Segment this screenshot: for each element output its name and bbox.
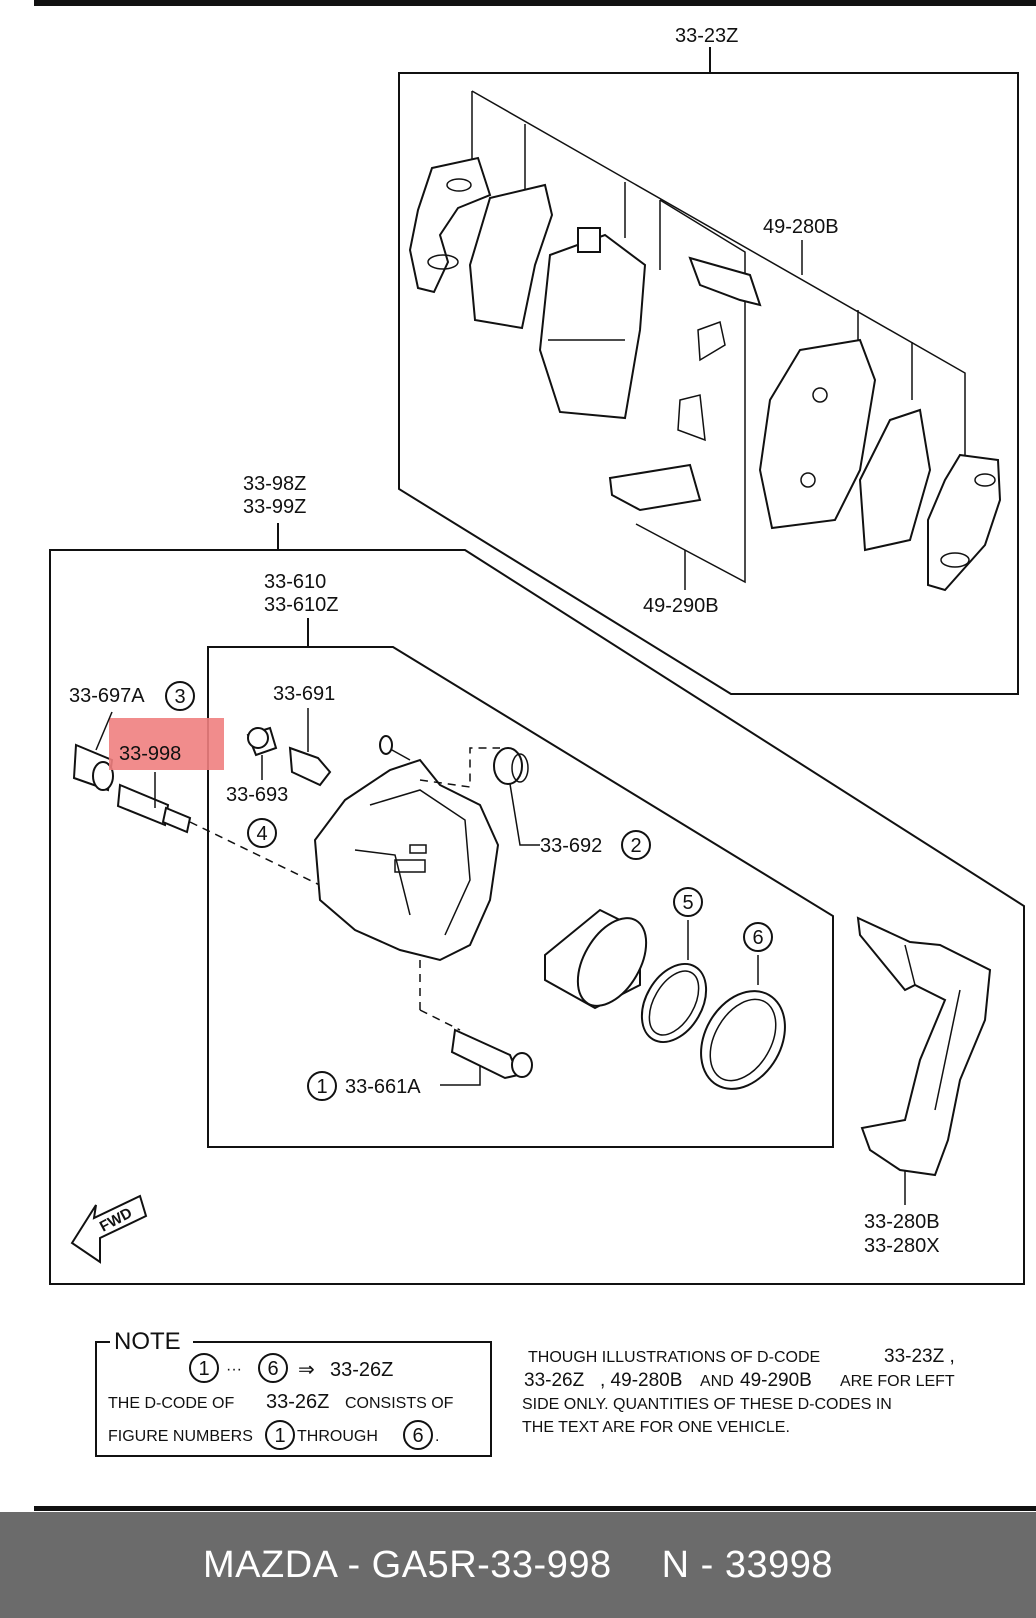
label-bracket-1: 33-280B [864, 1211, 940, 1233]
label-caliper-assy-2: 33-99Z [243, 496, 306, 518]
sleeve-33-697A [72, 743, 114, 792]
svg-text:33-26Z: 33-26Z [266, 1391, 329, 1413]
callout-3: 3 [165, 681, 195, 711]
callout-5: 5 [673, 887, 703, 917]
label-caliper-2: 33-610Z [264, 594, 339, 616]
label-bleeder-cap: 33-693 [226, 784, 288, 806]
label-caliper-assy-1: 33-98Z [243, 473, 306, 495]
svg-text:33-26Z: 33-26Z [330, 1359, 393, 1381]
svg-text:THOUGH ILLUSTRATIONS OF D-CODE: THOUGH ILLUSTRATIONS OF D-CODE [528, 1349, 820, 1366]
bottom-border [34, 1506, 1036, 1511]
label-bolt-highlight: 33-998 [119, 743, 181, 765]
svg-text:SIDE ONLY. QUANTITIES OF THESE: SIDE ONLY. QUANTITIES OF THESE D-CODES I… [522, 1396, 892, 1413]
label-caliper-1: 33-610 [264, 571, 326, 593]
label-clip-kit: 49-290B [643, 595, 719, 617]
dust-boot [700, 955, 786, 1090]
svg-text:4: 4 [256, 823, 267, 845]
pad-kit-frame [398, 47, 1019, 695]
label-bleeder: 33-691 [273, 683, 335, 705]
svg-text:3: 3 [174, 686, 185, 708]
pad-clip-top [688, 256, 762, 307]
note-title: NOTE [114, 1328, 181, 1355]
svg-text:, 49-280B: , 49-280B [600, 1370, 682, 1391]
footer-bar: MAZDA - GA5R-33-998 N - 33998 [0, 1512, 1036, 1618]
svg-text:6: 6 [267, 1358, 278, 1380]
caliper-body [313, 735, 500, 962]
label-guide-bolt: 33-661A [345, 1076, 421, 1098]
part-number-text: MAZDA - GA5R-33-998 [202, 1543, 612, 1586]
pad-shim-inner-left [468, 183, 554, 330]
svg-text:33-26Z: 33-26Z [524, 1370, 585, 1391]
svg-text:2: 2 [630, 835, 641, 857]
svg-text:CONSISTS OF: CONSISTS OF [345, 1395, 454, 1412]
svg-text:THROUGH: THROUGH [297, 1428, 378, 1445]
svg-text:···: ··· [226, 1361, 242, 1378]
svg-text:49-290B: 49-290B [740, 1370, 812, 1391]
brake-pad-right [758, 338, 877, 530]
label-shim-kit: 49-280B [763, 216, 839, 238]
svg-text:6: 6 [412, 1425, 423, 1447]
svg-text:1: 1 [316, 1076, 327, 1098]
bracket-33-280B [856, 916, 992, 1205]
pad-shim-inner-right [858, 408, 932, 552]
caliper-frame [207, 618, 834, 1148]
bleeder-cap-33-693 [246, 726, 278, 757]
label-bracket-2: 33-280X [864, 1235, 940, 1257]
guide-bolt-33-661A [440, 1028, 533, 1086]
caliper-assy-frame [49, 523, 1025, 1285]
svg-text:ARE FOR LEFT: ARE FOR LEFT [840, 1373, 955, 1390]
svg-text:⇒: ⇒ [298, 1359, 315, 1381]
note-box: NOTE 1 ··· 6 ⇒ 33-26Z THE D-CODE OF 33-2… [95, 1328, 492, 1457]
brake-pad-left [538, 227, 647, 420]
ref-number-text: N - 33998 [661, 1543, 834, 1586]
pad-clip-bottom [608, 463, 702, 512]
pad-shim-outer-right [927, 453, 1002, 592]
svg-text:THE TEXT ARE FOR ONE VEHICLE.: THE TEXT ARE FOR ONE VEHICLE. [522, 1419, 790, 1436]
svg-text:FIGURE NUMBERS: FIGURE NUMBERS [108, 1428, 253, 1445]
highlight-box [109, 718, 224, 770]
pad-clip-springs [677, 321, 726, 442]
svg-text:1: 1 [274, 1425, 285, 1447]
disclaimer-text: THOUGH ILLUSTRATIONS OF D-CODE 33-23Z , … [522, 1346, 955, 1436]
fwd-arrow-icon: FWD [70, 1194, 148, 1264]
callout-1: 1 [307, 1071, 337, 1101]
svg-text:33-23Z ,: 33-23Z , [884, 1346, 955, 1367]
callout-6: 6 [743, 922, 773, 952]
piston-seal [640, 920, 708, 1043]
svg-text:5: 5 [682, 892, 693, 914]
bleeder-screw-33-691 [288, 746, 332, 787]
bolt-33-998 [116, 783, 192, 834]
svg-text:AND: AND [700, 1373, 734, 1390]
callout-4: 4 [247, 818, 277, 848]
pad-shim-outer-left [408, 156, 492, 294]
boot-33-692 [493, 747, 540, 846]
label-sleeve: 33-697A [69, 685, 145, 707]
svg-text:1: 1 [198, 1358, 209, 1380]
svg-text:6: 6 [752, 927, 763, 949]
svg-text:THE D-CODE OF: THE D-CODE OF [108, 1395, 234, 1412]
parts-diagram: FWD 33-23Z 49-280B 49-290B 33-98Z 33-99Z… [34, 0, 1036, 1511]
label-boot: 33-692 [540, 835, 602, 857]
label-pad-kit: 33-23Z [675, 25, 738, 47]
top-border [34, 0, 1036, 6]
svg-text:.: . [435, 1428, 439, 1445]
piston [544, 908, 648, 1010]
callout-2: 2 [621, 830, 651, 860]
